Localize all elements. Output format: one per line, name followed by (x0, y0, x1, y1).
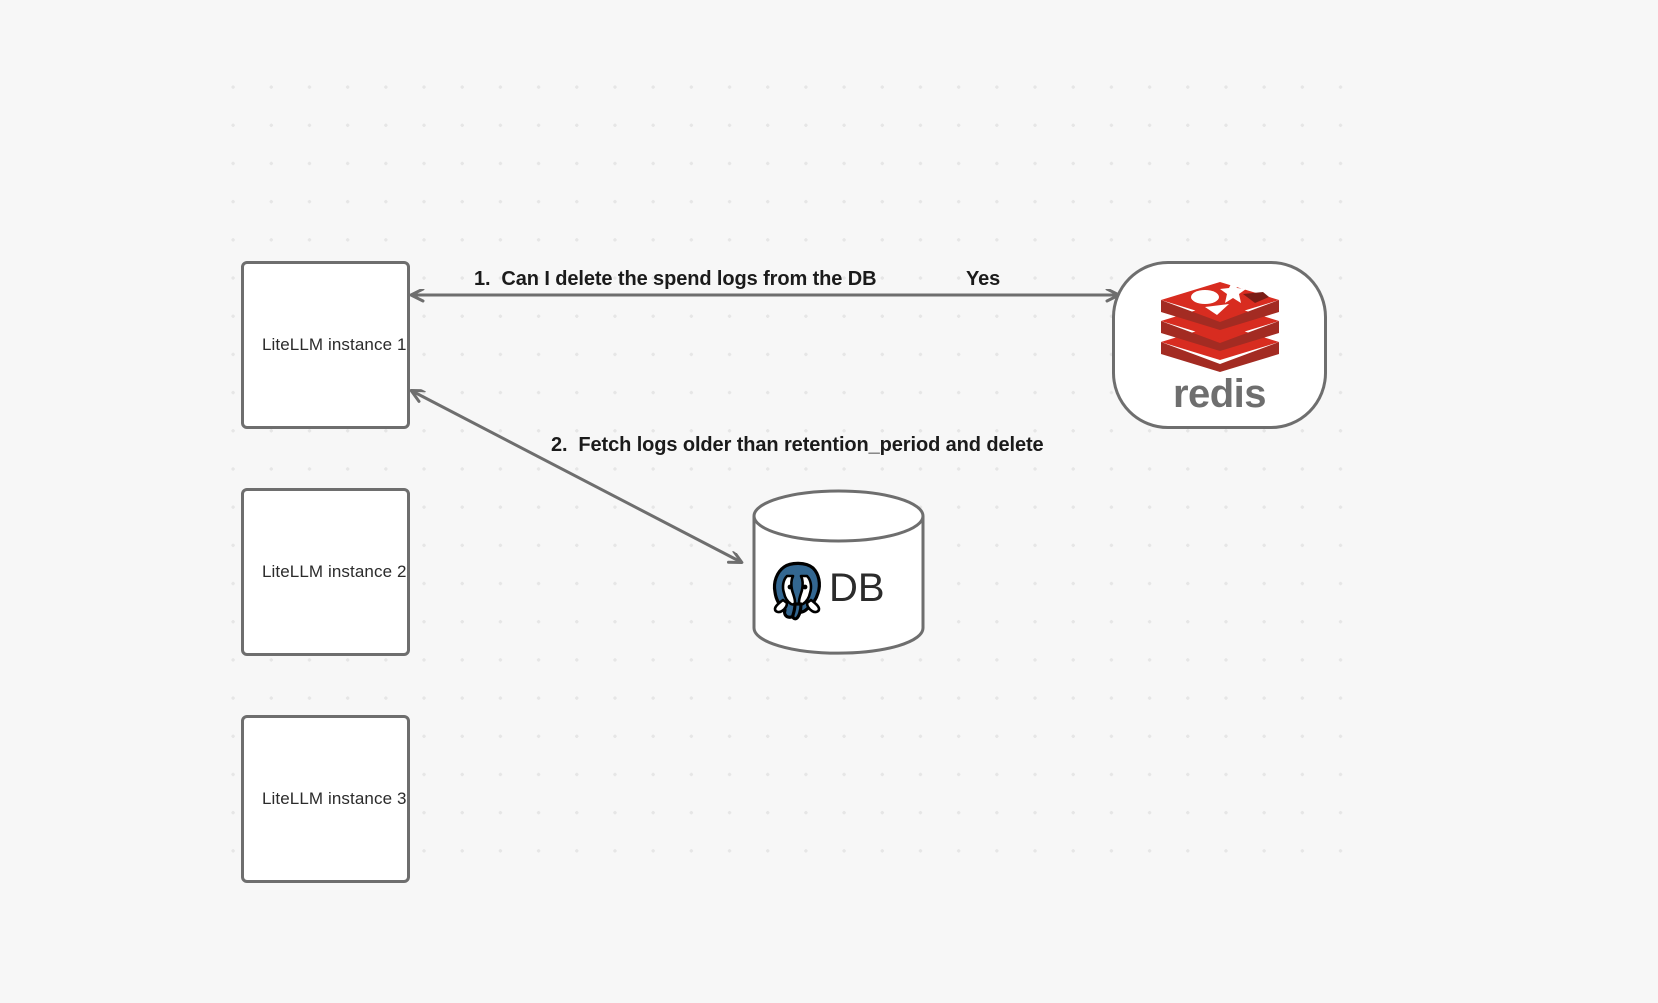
node-label-litellm-1: LiteLLM instance 1 (262, 335, 407, 354)
edge-label-1: 1. Can I delete the spend logs from the … (474, 268, 877, 290)
edge-label-2: 2. Fetch logs older than retention_perio… (551, 434, 1044, 456)
node-db[interactable]: DB (751, 488, 926, 656)
node-redis[interactable]: redis (1112, 261, 1327, 429)
redis-wordmark: redis (1172, 372, 1267, 416)
edge-litellm1-db (412, 391, 741, 562)
redis-logo-icon (1160, 280, 1279, 372)
node-litellm-instance-3[interactable]: LiteLLM instance 3 (241, 715, 410, 883)
node-litellm-instance-2[interactable]: LiteLLM instance 2 (241, 488, 410, 656)
node-label-litellm-3: LiteLLM instance 3 (262, 789, 407, 808)
edge-label-1-reply: Yes (966, 268, 1001, 290)
postgresql-elephant-icon (772, 561, 821, 621)
db-wordmark: DB (829, 566, 885, 610)
node-litellm-instance-1[interactable]: LiteLLM instance 1 (241, 261, 410, 429)
node-label-litellm-2: LiteLLM instance 2 (262, 562, 407, 581)
